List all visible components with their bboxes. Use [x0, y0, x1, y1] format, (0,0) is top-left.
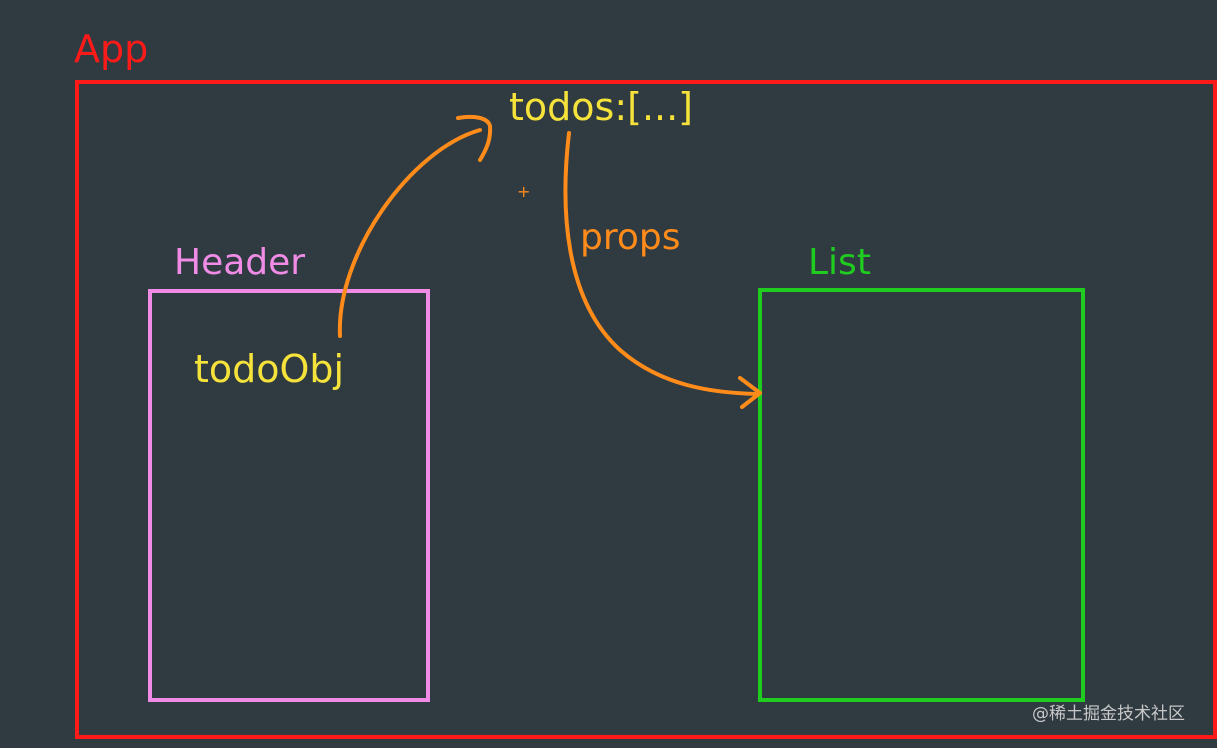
todo-obj-label: todoObj — [194, 347, 345, 391]
todos-state-label: todos:[...] — [509, 85, 694, 129]
header-box — [148, 289, 430, 702]
plus-mark: + — [517, 182, 531, 201]
watermark-text: @稀土掘金技术社区 — [1032, 704, 1185, 724]
header-label: Header — [174, 242, 306, 283]
app-label: App — [74, 27, 149, 71]
app-box — [75, 80, 1217, 739]
props-label: props — [580, 217, 681, 258]
list-box — [758, 288, 1085, 702]
list-label: List — [808, 242, 871, 283]
